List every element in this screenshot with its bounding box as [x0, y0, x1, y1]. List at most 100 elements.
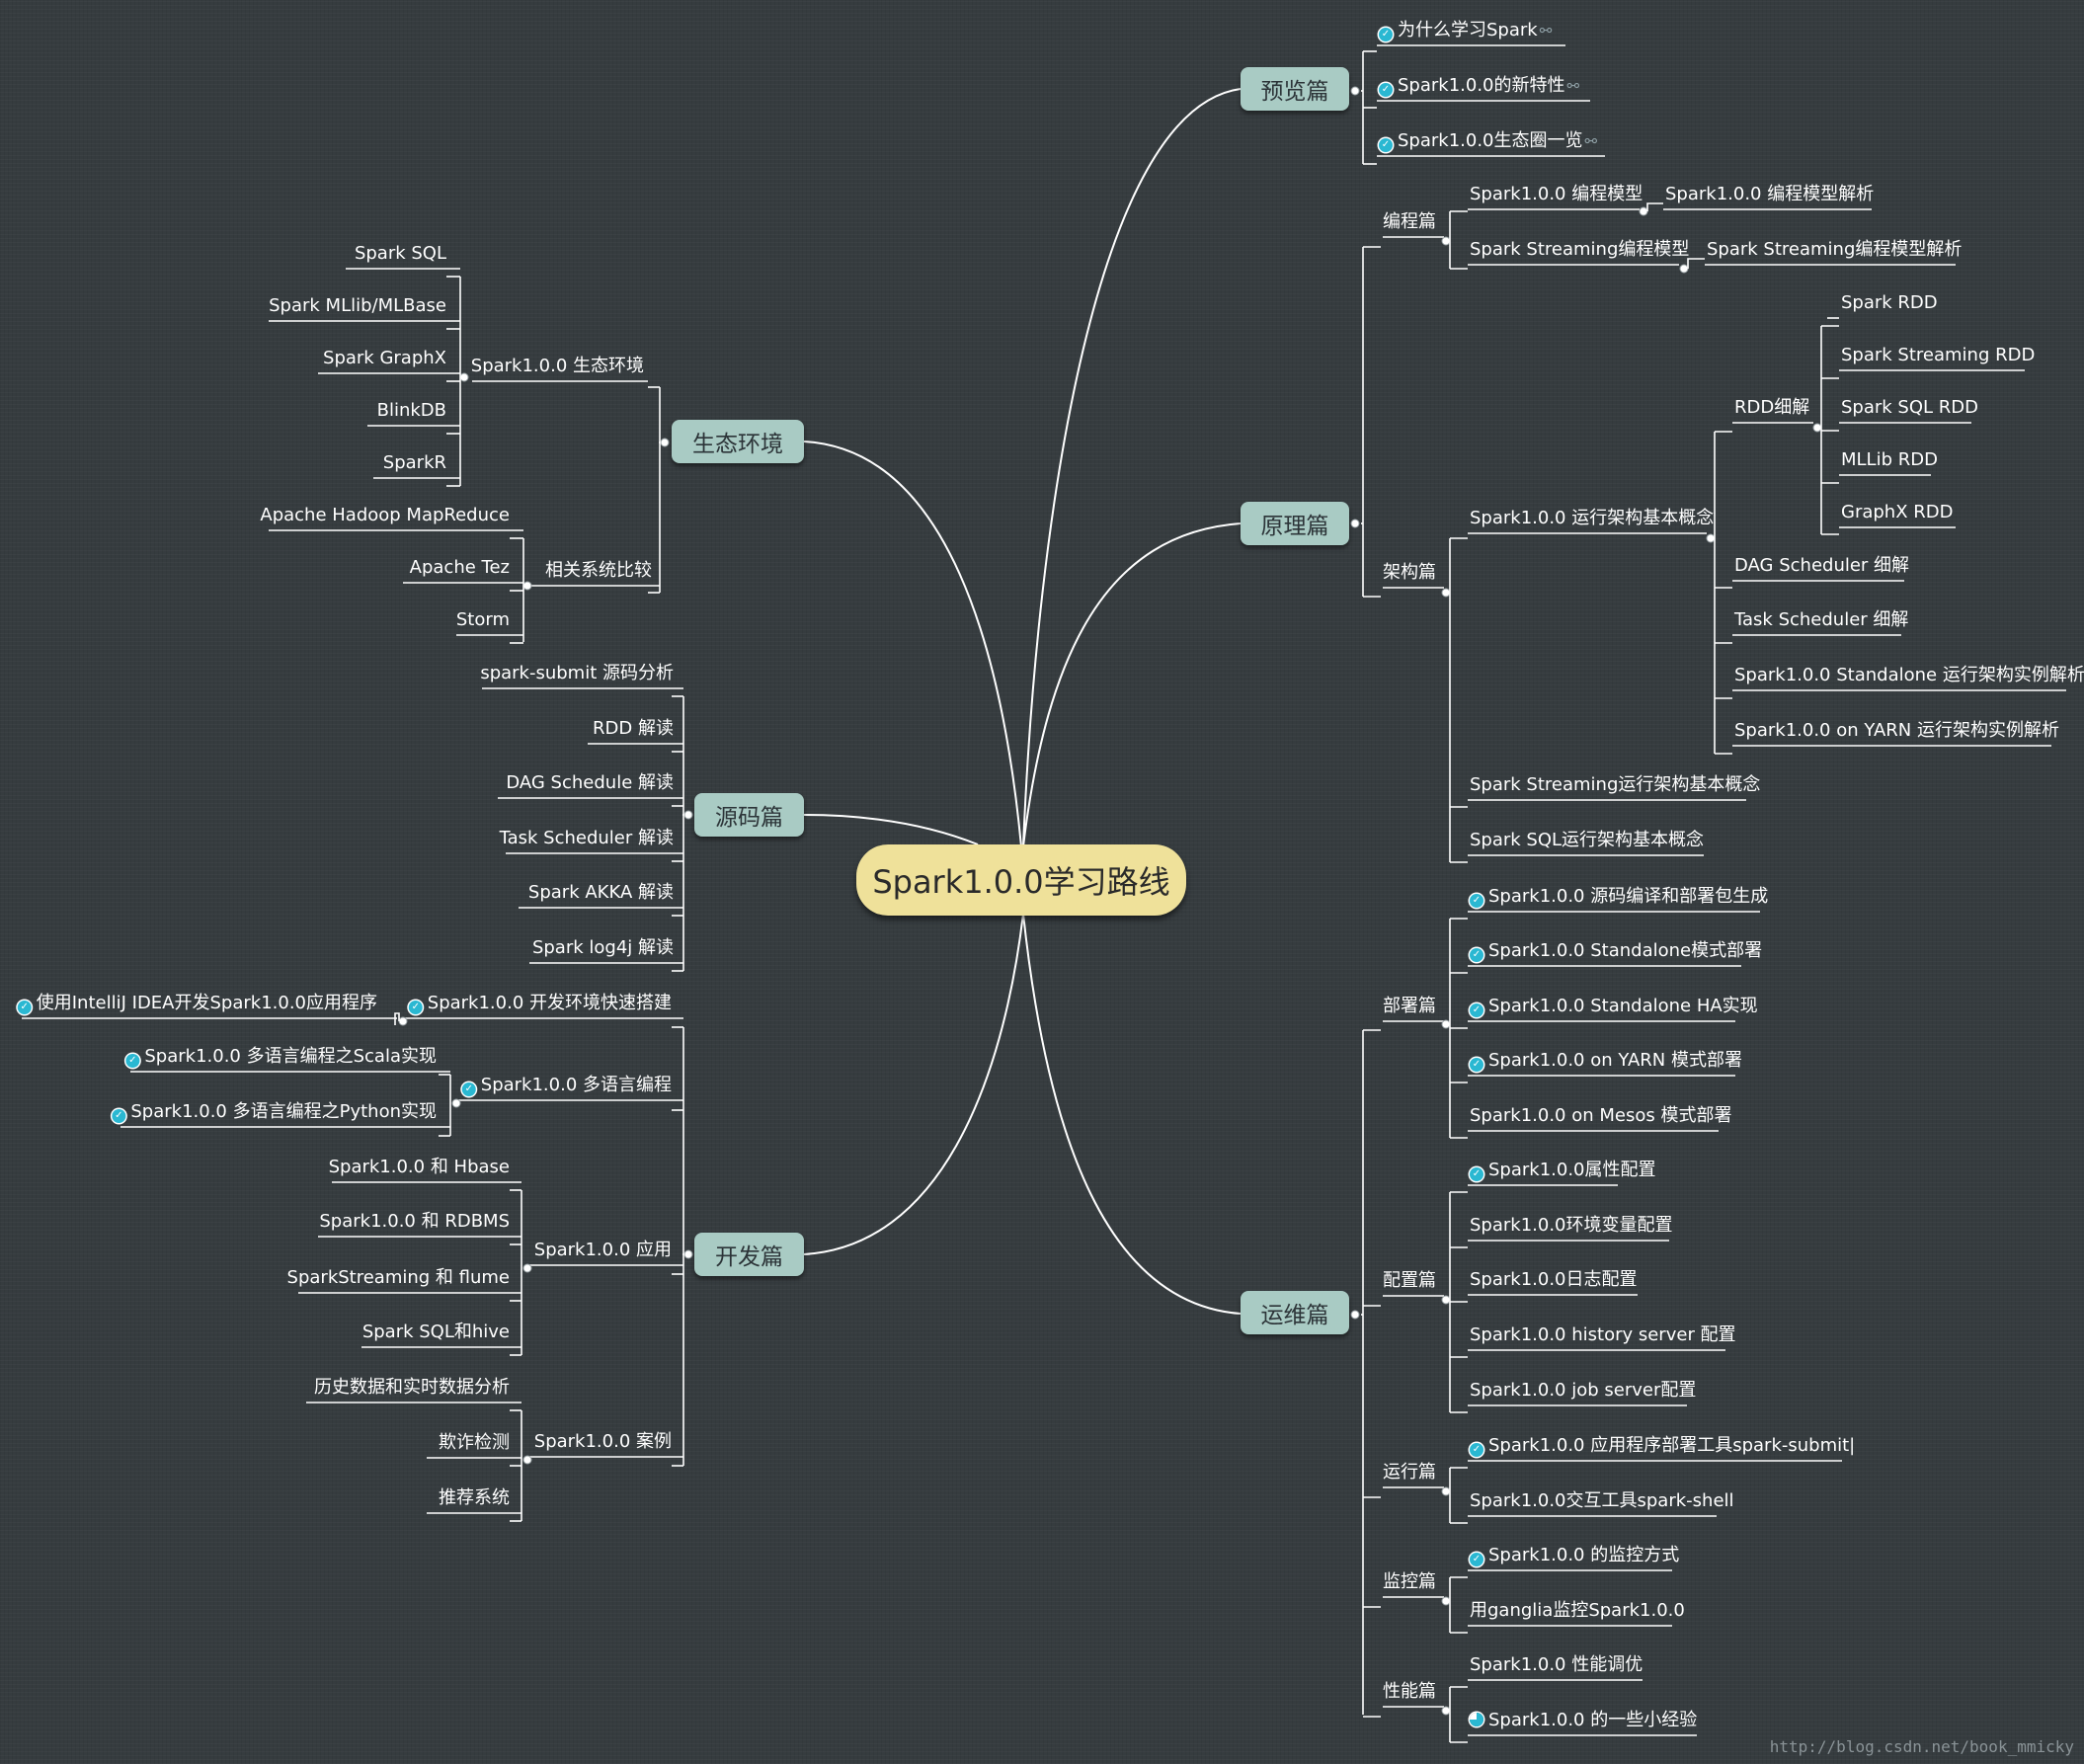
collapse-dot-icon[interactable] — [1441, 1019, 1451, 1029]
programming-detail[interactable]: Spark1.0.0 编程模型解析 — [1665, 184, 1874, 205]
runtime-concept[interactable]: Spark1.0.0 运行架构基本概念 — [1470, 508, 1714, 529]
run-item[interactable]: ✓Spark1.0.0 应用程序部署工具spark-submit| — [1470, 1435, 1855, 1457]
rdd-item[interactable]: MLLib RDD — [1841, 449, 1938, 471]
topic-eco[interactable]: 生态环境 — [672, 420, 804, 463]
deploy-item[interactable]: ✓Spark1.0.0 Standalone HA实现 — [1470, 996, 1758, 1017]
dev-case-item[interactable]: 历史数据和实时数据分析 — [314, 1377, 510, 1399]
collapse-dot-icon[interactable] — [398, 1016, 408, 1026]
central-topic[interactable]: Spark1.0.0学习路线 — [856, 844, 1186, 916]
rdd-item[interactable]: Spark Streaming RDD — [1841, 345, 2035, 366]
source-item[interactable]: Task Scheduler 解读 — [500, 828, 674, 849]
collapse-dot-icon[interactable] — [522, 1455, 532, 1465]
perf-item[interactable]: Spark1.0.0 性能调优 — [1470, 1654, 1643, 1676]
collapse-dot-icon[interactable] — [522, 1263, 532, 1273]
collapse-dot-icon[interactable] — [1441, 236, 1451, 246]
ops-deploy[interactable]: 部署篇 — [1383, 996, 1436, 1017]
dev-app-item[interactable]: SparkStreaming 和 flume — [287, 1267, 510, 1289]
eco-env-item[interactable]: BlinkDB — [377, 400, 446, 422]
ops-config[interactable]: 配置篇 — [1383, 1270, 1436, 1292]
config-item[interactable]: Spark1.0.0日志配置 — [1470, 1269, 1638, 1291]
config-item[interactable]: Spark1.0.0 job server配置 — [1470, 1380, 1696, 1402]
rdd-detail[interactable]: RDD细解 — [1734, 397, 1809, 419]
ops-monitor[interactable]: 监控篇 — [1383, 1571, 1436, 1593]
eco-compare-item[interactable]: Apache Hadoop MapReduce — [260, 505, 510, 526]
config-item[interactable]: Spark1.0.0环境变量配置 — [1470, 1215, 1673, 1237]
eco-env-item[interactable]: Spark MLlib/MLBase — [269, 295, 446, 317]
dev-case-item[interactable]: 欺诈检测 — [439, 1432, 510, 1454]
preview-item[interactable]: ✓为什么学习Spark⚯ — [1379, 20, 1552, 41]
perf-item[interactable]: Spark1.0.0 的一些小经验 — [1470, 1710, 1697, 1731]
collapse-dot-icon[interactable] — [660, 438, 670, 447]
eco-env[interactable]: Spark1.0.0 生态环境 — [471, 356, 644, 377]
collapse-dot-icon[interactable] — [1441, 1596, 1451, 1606]
runtime-item[interactable]: Spark1.0.0 Standalone 运行架构实例解析 — [1734, 665, 2084, 686]
source-item[interactable]: Spark AKKA 解读 — [528, 882, 674, 904]
preview-item[interactable]: ✓Spark1.0.0生态圈一览⚯ — [1379, 130, 1597, 152]
runtime-item[interactable]: Spark1.0.0 on YARN 运行架构实例解析 — [1734, 720, 2059, 742]
dev-lang[interactable]: ✓Spark1.0.0 多语言编程 — [461, 1075, 672, 1096]
programming-item[interactable]: Spark1.0.0 编程模型 — [1470, 184, 1643, 205]
collapse-dot-icon[interactable] — [1812, 423, 1822, 433]
topic-source[interactable]: 源码篇 — [694, 793, 804, 837]
collapse-dot-icon[interactable] — [1706, 533, 1716, 543]
collapse-dot-icon[interactable] — [1441, 1486, 1451, 1496]
architecture-item[interactable]: Spark Streaming运行架构基本概念 — [1470, 774, 1760, 796]
rdd-item[interactable]: Spark SQL RDD — [1841, 397, 1978, 419]
config-item[interactable]: ✓Spark1.0.0属性配置 — [1470, 1160, 1656, 1181]
collapse-dot-icon[interactable] — [1350, 519, 1360, 528]
topic-ops[interactable]: 运维篇 — [1241, 1291, 1349, 1334]
eco-compare[interactable]: 相关系统比较 — [545, 560, 652, 582]
deploy-item[interactable]: ✓Spark1.0.0 Standalone模式部署 — [1470, 940, 1762, 962]
source-item[interactable]: DAG Schedule 解读 — [506, 772, 674, 794]
collapse-dot-icon[interactable] — [683, 1249, 693, 1259]
collapse-dot-icon[interactable] — [1679, 264, 1689, 274]
architecture-item[interactable]: Spark SQL运行架构基本概念 — [1470, 830, 1704, 851]
rdd-item[interactable]: GraphX RDD — [1841, 502, 1954, 523]
collapse-dot-icon[interactable] — [1350, 86, 1360, 96]
collapse-dot-icon[interactable] — [451, 1098, 461, 1108]
topic-principle[interactable]: 原理篇 — [1241, 502, 1349, 545]
eco-compare-item[interactable]: Apache Tez — [410, 557, 510, 579]
monitor-item[interactable]: ✓Spark1.0.0 的监控方式 — [1470, 1545, 1679, 1566]
collapse-dot-icon[interactable] — [1441, 1706, 1451, 1716]
deploy-item[interactable]: ✓Spark1.0.0 on YARN 模式部署 — [1470, 1050, 1742, 1072]
deploy-item[interactable]: ✓Spark1.0.0 源码编译和部署包生成 — [1470, 886, 1768, 908]
collapse-dot-icon[interactable] — [459, 372, 469, 382]
topic-dev[interactable]: 开发篇 — [694, 1233, 804, 1276]
dev-env-item[interactable]: ✓使用IntelliJ IDEA开发Spark1.0.0应用程序 — [17, 993, 377, 1014]
collapse-dot-icon[interactable] — [522, 581, 532, 591]
principle-architecture[interactable]: 架构篇 — [1383, 562, 1436, 584]
deploy-item[interactable]: Spark1.0.0 on Mesos 模式部署 — [1470, 1105, 1731, 1127]
dev-app-item[interactable]: Spark SQL和hive — [362, 1322, 510, 1343]
runtime-item[interactable]: Task Scheduler 细解 — [1734, 609, 1908, 631]
collapse-dot-icon[interactable] — [1639, 206, 1648, 216]
topic-preview[interactable]: 预览篇 — [1241, 67, 1349, 111]
source-item[interactable]: Spark log4j 解读 — [532, 937, 674, 959]
dev-lang-item[interactable]: ✓Spark1.0.0 多语言编程之Python实现 — [112, 1101, 437, 1123]
source-item[interactable]: RDD 解读 — [593, 718, 674, 740]
runtime-item[interactable]: DAG Scheduler 细解 — [1734, 555, 1909, 577]
dev-case-item[interactable]: 推荐系统 — [439, 1487, 510, 1509]
dev-env[interactable]: ✓Spark1.0.0 开发环境快速搭建 — [408, 993, 672, 1014]
eco-env-item[interactable]: Spark SQL — [355, 243, 446, 265]
dev-app[interactable]: Spark1.0.0 应用 — [534, 1240, 672, 1261]
ops-perf[interactable]: 性能篇 — [1383, 1681, 1436, 1703]
source-item[interactable]: spark-submit 源码分析 — [480, 663, 674, 684]
collapse-dot-icon[interactable] — [1441, 1295, 1451, 1305]
programming-detail[interactable]: Spark Streaming编程模型解析 — [1707, 239, 1962, 261]
programming-item[interactable]: Spark Streaming编程模型 — [1470, 239, 1689, 261]
run-item[interactable]: Spark1.0.0交互工具spark-shell — [1470, 1490, 1734, 1512]
link-icon[interactable]: ⚯ — [1584, 132, 1598, 150]
preview-item[interactable]: ✓Spark1.0.0的新特性⚯ — [1379, 75, 1579, 97]
collapse-dot-icon[interactable] — [1441, 588, 1451, 598]
eco-env-item[interactable]: Spark GraphX — [323, 348, 446, 369]
rdd-item[interactable]: Spark RDD — [1841, 292, 1938, 314]
link-icon[interactable]: ⚯ — [1566, 77, 1580, 95]
dev-lang-item[interactable]: ✓Spark1.0.0 多语言编程之Scala实现 — [125, 1046, 437, 1068]
dev-app-item[interactable]: Spark1.0.0 和 RDBMS — [319, 1211, 510, 1233]
collapse-dot-icon[interactable] — [1350, 1310, 1360, 1320]
dev-case[interactable]: Spark1.0.0 案例 — [534, 1431, 672, 1453]
dev-app-item[interactable]: Spark1.0.0 和 Hbase — [329, 1157, 510, 1178]
link-icon[interactable]: ⚯ — [1539, 22, 1553, 40]
eco-env-item[interactable]: SparkR — [383, 452, 446, 474]
